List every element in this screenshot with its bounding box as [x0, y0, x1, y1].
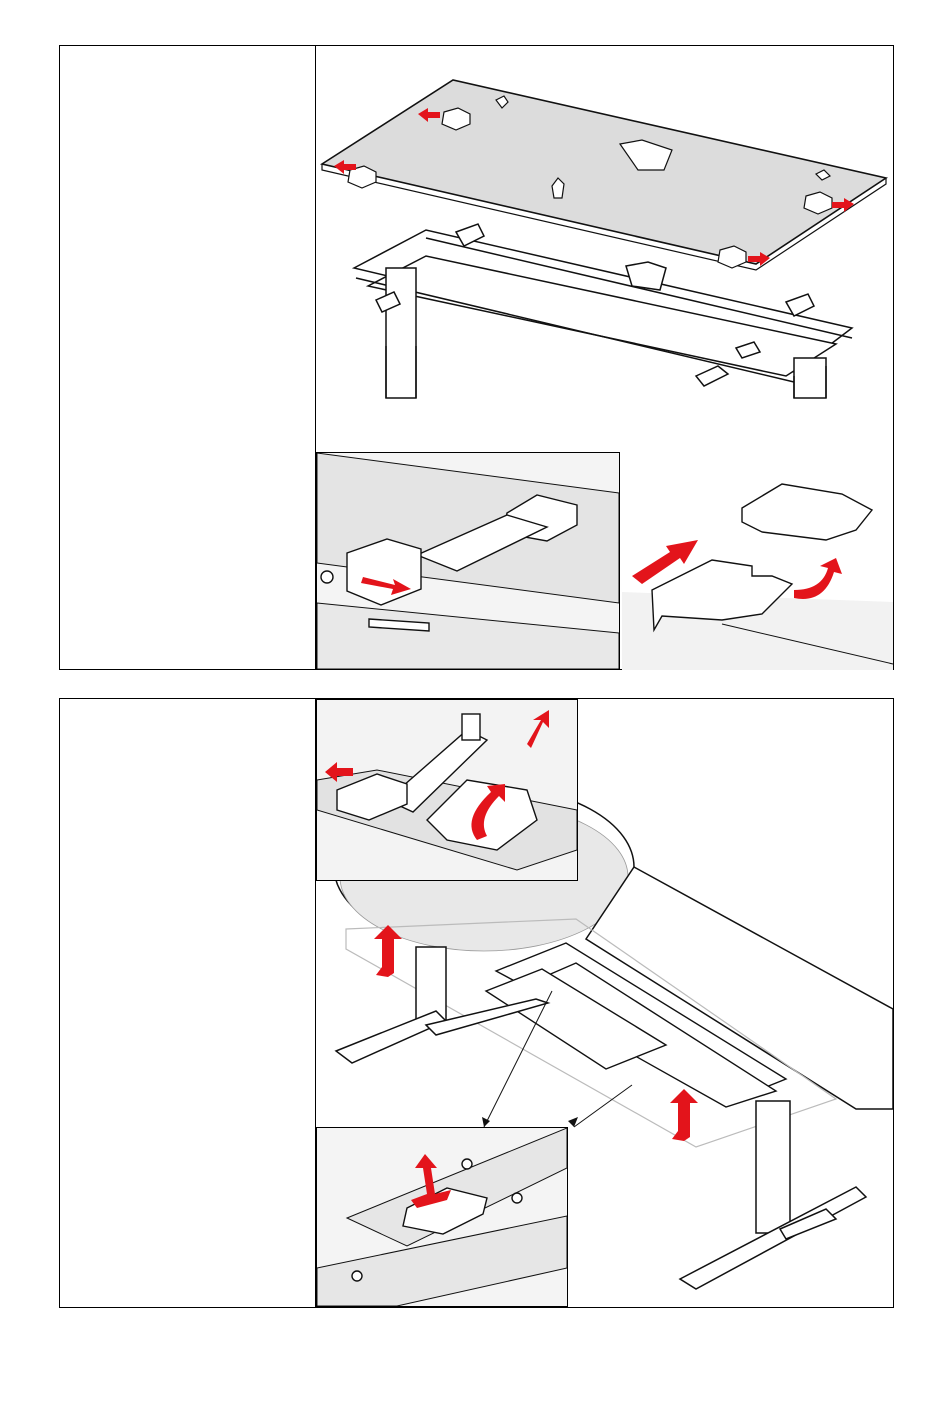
tabletop-panel	[322, 80, 886, 264]
instruction-text-column-1	[60, 46, 316, 669]
illustration-corner-desk	[316, 699, 893, 1307]
detail-inset-bracket-slide	[316, 452, 620, 670]
detail-inset-bracket-release	[316, 699, 578, 881]
detail-inset-cable-clip	[622, 452, 893, 670]
instruction-text-column-2	[60, 699, 316, 1307]
illustration-tabletop-removal	[316, 46, 893, 669]
instruction-panel-2	[59, 698, 894, 1308]
detail-inset-release-clip	[316, 1127, 568, 1307]
instruction-panel-1	[59, 45, 894, 670]
curved-arrow-icon	[794, 558, 842, 599]
